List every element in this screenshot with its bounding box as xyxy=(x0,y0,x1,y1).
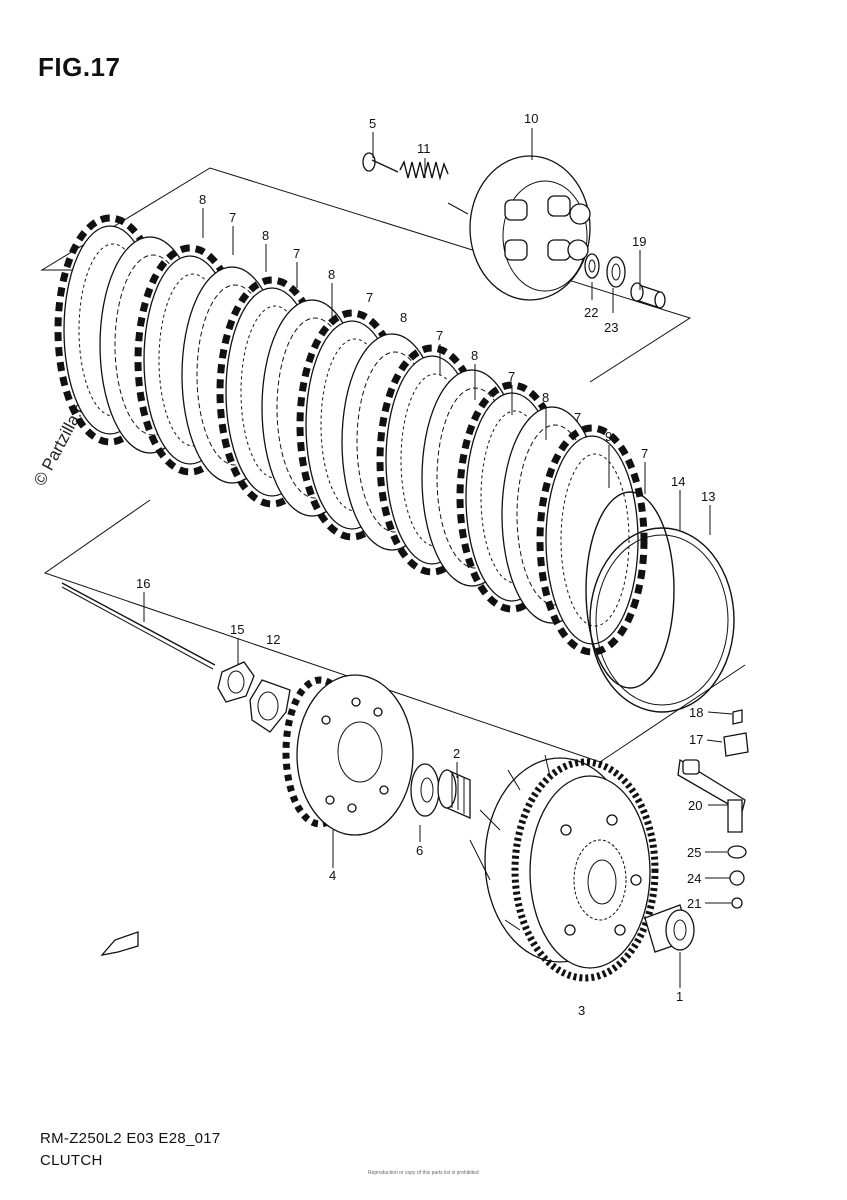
callout-19: 19 xyxy=(632,234,646,249)
callout-7b: 7 xyxy=(293,246,300,261)
callout-15: 15 xyxy=(230,622,244,637)
callout-5: 5 xyxy=(369,116,376,131)
callout-2: 2 xyxy=(453,746,460,761)
callout-9: 9 xyxy=(605,429,612,444)
clutch-plate-stack xyxy=(54,214,735,713)
fine-print: Reproduction or copy of this parts list … xyxy=(368,1170,479,1176)
plate-group-outline xyxy=(40,167,692,383)
sleeve-hub xyxy=(282,674,414,836)
callout-8b: 8 xyxy=(262,228,269,243)
clutch-housing xyxy=(469,754,659,982)
thrust-washer xyxy=(410,763,440,817)
cushion-spring-washer xyxy=(585,491,675,689)
bearing-23 xyxy=(606,256,626,288)
callout-8d: 8 xyxy=(400,310,407,325)
callout-11: 11 xyxy=(417,141,431,156)
callout-7d: 7 xyxy=(436,328,443,343)
callout-7a: 7 xyxy=(229,210,236,225)
front-direction-arrow-icon xyxy=(100,931,139,956)
callout-12: 12 xyxy=(266,632,280,647)
callout-1: 1 xyxy=(676,989,683,1004)
needle-bearing xyxy=(437,769,471,819)
diagram-code: RM-Z250L2 E03 E28_017 xyxy=(40,1130,221,1147)
callout-7c: 7 xyxy=(366,290,373,305)
callout-20: 20 xyxy=(688,798,702,813)
callout-21: 21 xyxy=(687,896,701,911)
diagram-name: CLUTCH xyxy=(40,1152,103,1169)
callout-14: 14 xyxy=(671,474,685,489)
callout-7e: 7 xyxy=(508,369,515,384)
push-piece-19 xyxy=(630,282,666,309)
callout-labels: 1 2 3 4 5 6 7 7 7 7 7 7 7 8 8 8 8 8 8 9 … xyxy=(136,111,715,1018)
callout-8e: 8 xyxy=(471,348,478,363)
wire-ring xyxy=(589,527,735,713)
callout-22: 22 xyxy=(584,305,598,320)
spacer xyxy=(644,904,695,953)
clutch-nut xyxy=(217,661,255,703)
callout-8a: 8 xyxy=(199,192,206,207)
callout-13: 13 xyxy=(701,489,715,504)
callout-7g: 7 xyxy=(641,446,648,461)
lock-washer xyxy=(249,679,291,733)
callout-4: 4 xyxy=(329,868,336,883)
lower-group-outline xyxy=(43,499,746,763)
callout-3: 3 xyxy=(578,1003,585,1018)
callout-8c: 8 xyxy=(328,267,335,282)
callout-25: 25 xyxy=(687,845,701,860)
release-arm-assembly xyxy=(677,709,749,909)
washer-22 xyxy=(584,253,600,279)
callout-7f: 7 xyxy=(574,410,581,425)
callout-17: 17 xyxy=(689,732,703,747)
clutch-spring xyxy=(399,159,469,215)
spring-bolt xyxy=(362,152,399,173)
callout-23: 23 xyxy=(604,320,618,335)
callout-10: 10 xyxy=(524,111,538,126)
pressure-plate xyxy=(469,155,591,301)
callout-18: 18 xyxy=(689,705,703,720)
callout-6: 6 xyxy=(416,843,423,858)
callout-8f: 8 xyxy=(542,390,549,405)
callout-24: 24 xyxy=(687,871,701,886)
figure-title: FIG.17 xyxy=(38,52,121,82)
leader-lines xyxy=(143,128,733,988)
callout-16: 16 xyxy=(136,576,150,591)
push-rod xyxy=(61,582,216,670)
